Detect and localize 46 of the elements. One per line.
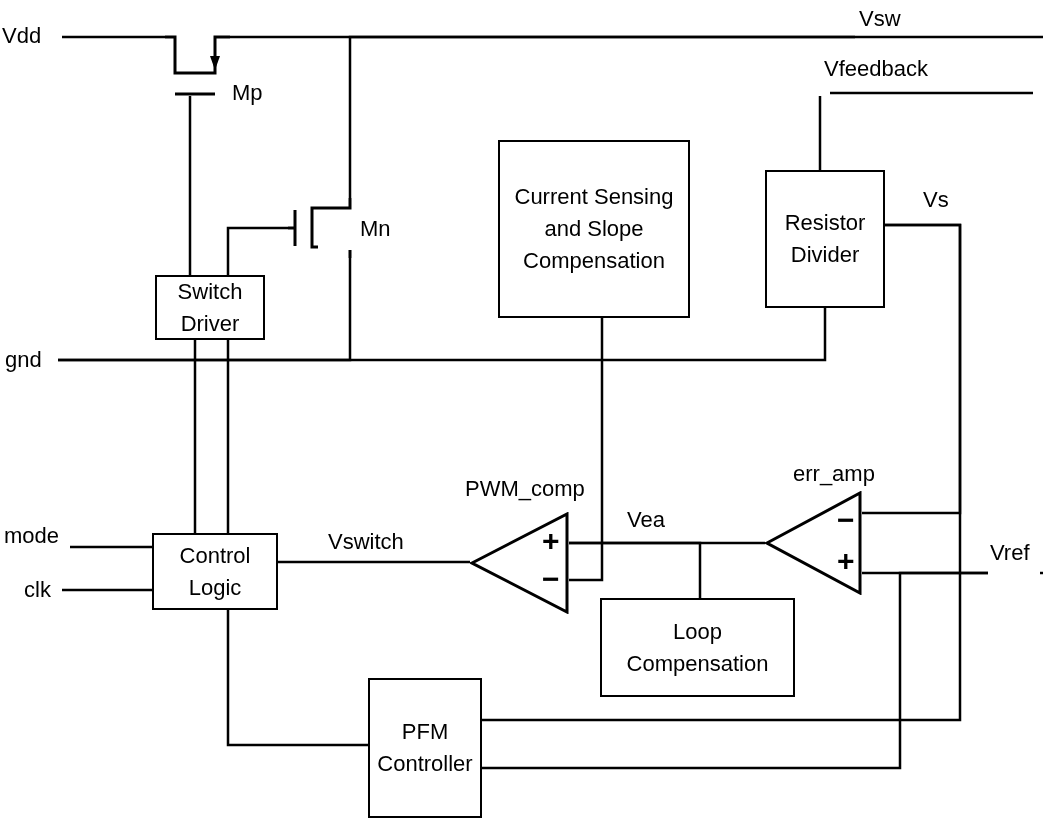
wire (818, 96, 822, 170)
component-label: Mp (232, 82, 263, 104)
block-label: Current Sensing and Slope Compensation (513, 183, 675, 275)
circuit-block (155, 275, 265, 340)
wire (226, 610, 368, 747)
signal-label: clk (24, 577, 51, 602)
wire (482, 223, 962, 722)
input-sign: − (837, 505, 855, 535)
block-label: Resistor Divider (783, 209, 867, 269)
signal-label: mode (4, 523, 60, 548)
input-sign: + (837, 546, 855, 576)
wire (188, 96, 192, 275)
wire (569, 318, 604, 582)
signal-label: Vdd (2, 23, 42, 48)
wire (70, 545, 152, 549)
circuit-block (600, 598, 795, 697)
component-label: Mn (360, 218, 391, 240)
circuit-block (152, 533, 278, 610)
wire (348, 35, 855, 198)
signal-label: gnd (5, 347, 42, 372)
wire (482, 571, 988, 770)
circuit-block (498, 140, 690, 318)
wire (62, 35, 165, 39)
amplifier-symbol (470, 512, 569, 614)
wire (193, 340, 197, 533)
wire (569, 541, 702, 598)
block-label: Switch Driver (176, 277, 244, 338)
component-label: err_amp (793, 463, 875, 485)
amplifier-symbol (765, 491, 862, 595)
circuit-block (368, 678, 482, 818)
signal-label: Vfeedback (824, 56, 928, 81)
block-label: PFM Controller (376, 718, 474, 778)
wire (226, 340, 230, 533)
wire (58, 308, 827, 362)
wire (278, 560, 470, 564)
signal-label: Vsw (859, 6, 901, 31)
circuit-block (765, 170, 885, 308)
wire (226, 226, 288, 275)
block-label: Control Logic (178, 541, 252, 602)
transistor-symbol (288, 198, 355, 258)
wire (62, 588, 152, 592)
input-sign: + (542, 526, 560, 556)
block-label: Loop Compensation (625, 617, 770, 678)
input-sign: − (542, 564, 560, 594)
signal-label: Vref (990, 540, 1030, 565)
component-label: PWM_comp (465, 478, 585, 500)
